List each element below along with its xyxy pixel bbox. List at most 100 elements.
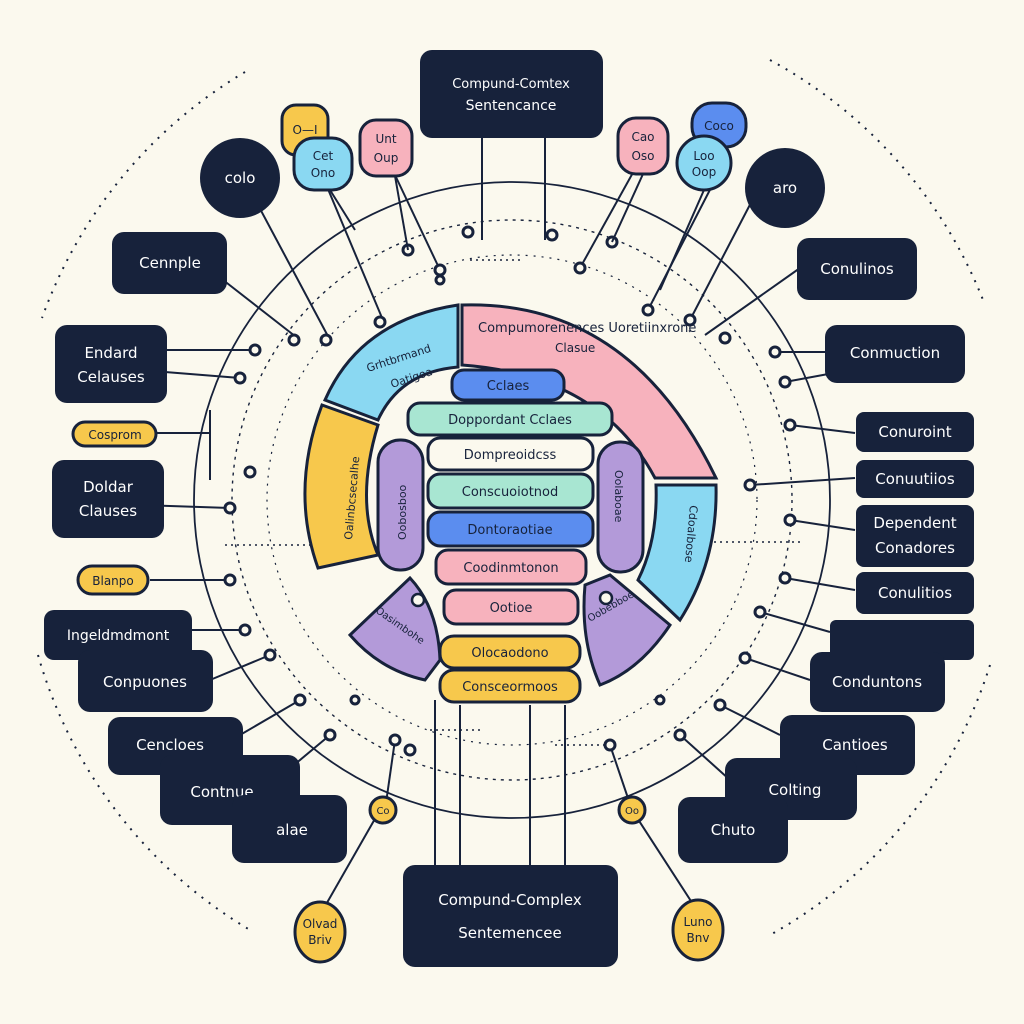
right-box-chuto-text: Chuto — [711, 821, 756, 839]
right-box-chuto: Chuto — [678, 797, 788, 863]
right-box-conmuction: Conmuction — [825, 325, 965, 383]
tag-pink-top-left: Unt Oup — [358, 118, 414, 178]
right-box-conulines: Conulinos — [797, 238, 917, 300]
tag-pink-top-right-line1: Cao — [631, 130, 654, 144]
left-box-endard-line1: Endard — [84, 344, 137, 362]
tag-yellow-dot-left: Co — [368, 795, 398, 825]
tag-yellow-dot-right-text: Oo — [625, 806, 639, 817]
tag-yellow-bottom-right-line2: Bnv — [687, 931, 710, 945]
left-box-endard-line2: Celauses — [77, 368, 145, 386]
right-box-dependent: Dependent Conadores — [856, 505, 974, 567]
right-box-aro: aro — [745, 148, 825, 228]
left-box-colo-text: colo — [225, 169, 256, 187]
tag-blanpo-text: Blanpo — [92, 574, 133, 588]
concentric-rings — [193, 181, 831, 819]
right-box-conduntons-text: Conduntons — [832, 673, 922, 691]
tag-yellow-dot-left-text: Co — [376, 806, 389, 817]
left-box-cencles-text: Cencloes — [136, 736, 204, 754]
center-top-box-line2: Sentencance — [466, 98, 557, 114]
tag-blue-top-left: Cet Ono — [292, 136, 354, 192]
ring-segments — [303, 303, 719, 687]
ring-segment-purple-left — [376, 438, 425, 572]
center-top-box-line1: Compund-Comtex — [452, 77, 570, 92]
purple-right-segment-label: Oolaboae — [612, 470, 625, 523]
tag-blue-top-right2: Loo Oop — [675, 134, 733, 192]
left-box-cennple: Cennple — [112, 232, 227, 294]
stack-bar-2-label: Dompreoidcss — [464, 448, 557, 463]
left-box-colo: colo — [200, 138, 280, 218]
pink-segment-label-line2: Clasue — [555, 341, 595, 355]
right-box-aro-text: aro — [773, 179, 797, 197]
ring-segment-purple-right — [596, 440, 645, 574]
stack-bar-0-label: Cclaes — [487, 379, 530, 394]
blue-right-segment-label: Cdoalbose — [682, 505, 700, 564]
stack-bar-5 — [434, 548, 588, 586]
tag-yellow-bottom-left-line1: Olvad — [303, 917, 338, 931]
purple-left-segment-label: Oobosboo — [396, 484, 409, 540]
tag-pink-top-right-line2: Oso — [631, 149, 654, 163]
outer-dotted-arcs — [37, 59, 991, 936]
tag-yellow-dot-right: Oo — [617, 795, 647, 825]
left-boxes: colo Cennple Endard Celauses Doldar Clau… — [44, 138, 347, 863]
tag-cosprom-text: Cosprom — [88, 428, 141, 442]
tag-pink-top-left-line2: Oup — [374, 151, 399, 165]
right-box-cantoes-text: Cantioes — [822, 736, 888, 754]
ring-segment-blue-left — [322, 303, 460, 422]
left-box-conpuones: Conpuones — [78, 650, 213, 712]
left-box-conpuones-text: Conpuones — [103, 673, 187, 691]
stack-bar-2 — [426, 436, 595, 472]
stack-bar-8 — [438, 668, 582, 704]
right-box-conultios-text: Conulitios — [878, 584, 952, 602]
tag-blue-top-left-line2: Ono — [311, 166, 335, 180]
left-box-alae-text: alae — [276, 821, 308, 839]
right-boxes: aro Conulinos Conmuction Conuroint Conuu… — [678, 148, 974, 863]
stack-bar-1 — [406, 401, 614, 437]
right-box-blank — [830, 620, 974, 660]
right-box-conuntios: Conuutiios — [856, 460, 974, 498]
left-box-doldar-line2: Clauses — [79, 502, 137, 520]
center-top-box: Compund-Comtex Sentencance — [420, 50, 603, 138]
central-stack — [406, 368, 614, 704]
tag-connectors — [329, 173, 705, 291]
dotted-guides — [225, 259, 800, 746]
tag-blue-top-left-line1: Cet — [313, 149, 334, 163]
tag-blanpo: Blanpo — [76, 564, 150, 596]
stack-bar-7 — [438, 634, 582, 670]
left-box-contrue-text: Contnue — [190, 783, 253, 801]
pink-segment-label-line1: Compumorenences Uoretiinxrone — [478, 321, 696, 336]
right-box-colting-text: Colting — [769, 781, 822, 799]
stack-bar-5-label: Coodinmtonon — [463, 561, 558, 576]
stack-bar-4-label: Dontoraotiae — [467, 523, 552, 538]
right-box-dependent-line2: Conadores — [875, 539, 955, 557]
right-box-conuroint: Conuroint — [856, 412, 974, 452]
right-box-conuroint-text: Conuroint — [878, 423, 951, 441]
tag-yellow-bottom-right-line1: Luno — [683, 915, 712, 929]
tag-pink-top-right: Cao Oso — [616, 116, 670, 176]
ring-segment-blue-right — [636, 483, 718, 623]
tag-yellow-bottom-left: Olvad Briv — [293, 900, 347, 964]
left-box-cennple-text: Cennple — [139, 254, 201, 272]
tag-yellow-bottom-right: Luno Bnv — [671, 898, 725, 962]
right-box-conuntios-text: Conuutiios — [875, 470, 955, 488]
right-box-conmuction-text: Conmuction — [850, 344, 940, 362]
left-box-ingeldmont-text: Ingeldmdmont — [67, 628, 170, 644]
right-box-conulines-text: Conulinos — [820, 260, 894, 278]
left-box-doldar-line1: Doldar — [83, 478, 134, 496]
stack-bar-1-label: Doppordant Cclaes — [448, 413, 572, 428]
tag-yellow-bottom-left-line2: Briv — [308, 933, 332, 947]
stack-bar-7-label: Olocaodono — [471, 646, 548, 661]
stack-bar-6 — [442, 588, 580, 626]
tag-blue-top-right-text: Coco — [704, 119, 734, 133]
ring-segment-yellow-left — [303, 403, 381, 570]
left-box-alae: alae — [232, 795, 347, 863]
stack-bar-3-label: Conscuoiotnod — [462, 485, 559, 500]
segment-dots — [410, 590, 614, 608]
central-stack-labels: Cclaes Doppordant Cclaes Dompreoidcss Co… — [448, 379, 572, 695]
stack-bar-6-label: Ootioe — [490, 601, 533, 616]
tag-cosprom: Cosprom — [71, 420, 158, 448]
connector-dots — [223, 225, 797, 757]
center-bottom-box-line2: Sentemencee — [458, 924, 561, 942]
connector-lines — [139, 137, 880, 916]
stack-bar-0 — [450, 368, 566, 402]
